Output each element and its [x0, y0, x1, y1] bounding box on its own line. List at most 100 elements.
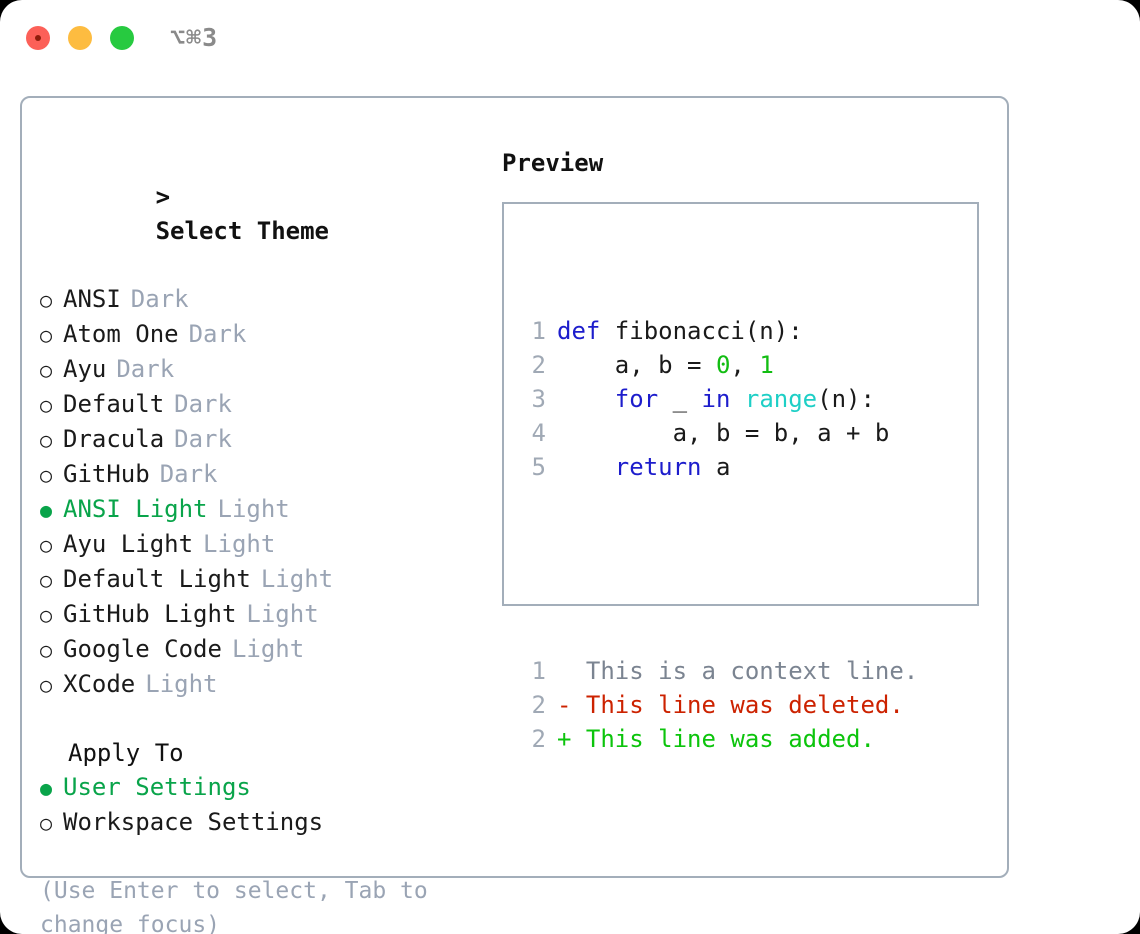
radio-unselected-icon: ○ — [40, 428, 53, 452]
code-line: 5 return a — [520, 450, 918, 484]
theme-option-default[interactable]: ○ Default Dark — [40, 387, 480, 422]
code-token-plain: a, b = b, a + b — [557, 419, 890, 447]
theme-option-variant: Dark — [188, 320, 247, 348]
theme-option-variant: Light — [246, 600, 319, 628]
diff-sample-block: 1 This is a context line. 2- This line wa… — [520, 654, 919, 756]
radio-unselected-icon: ○ — [40, 811, 53, 835]
code-token-plain: a — [701, 453, 731, 481]
close-window-button[interactable] — [26, 26, 50, 50]
apply-to-heading: Apply To — [68, 739, 184, 767]
theme-option-variant: Light — [203, 530, 276, 558]
diff-line-deleted: 2- This line was deleted. — [520, 688, 918, 722]
theme-option-variant: Dark — [159, 460, 218, 488]
theme-option-label: XCode — [63, 670, 136, 698]
code-line: 2 a, b = 0, 1 — [520, 348, 918, 382]
code-token-kw: for — [614, 385, 659, 413]
code-token-kw: def — [557, 317, 615, 345]
code-token-plain — [730, 385, 744, 413]
theme-option-variant: Dark — [174, 390, 232, 418]
code-line: 1 def fibonacci(n): — [520, 314, 918, 348]
theme-option-label: Ayu Light — [63, 530, 194, 558]
apply-to-option-label: User Settings — [63, 773, 251, 801]
theme-option-label: Ayu — [63, 355, 107, 383]
preview-heading: Preview — [502, 149, 604, 177]
diff-marker — [557, 654, 571, 688]
diff-line-text: This line was deleted. — [571, 691, 904, 719]
theme-option-label: GitHub — [63, 460, 150, 488]
code-token-plain: a, b = — [557, 351, 716, 379]
diff-line-number: 1 — [531, 657, 546, 685]
theme-option-label: ANSI — [63, 285, 121, 313]
code-line: 4 a, b = b, a + b — [520, 416, 918, 450]
radio-unselected-icon: ○ — [40, 603, 53, 627]
diff-marker: - — [557, 691, 572, 719]
radio-unselected-icon: ○ — [40, 673, 53, 697]
apply-to-option-workspace-settings[interactable]: ○ Workspace Settings — [40, 805, 480, 840]
theme-option-variant: Dark — [130, 285, 189, 313]
apply-to-option-user-settings[interactable]: ● User Settings — [40, 770, 480, 805]
diff-line-added: 2+ This line was added. — [520, 722, 918, 756]
code-token-kw: return — [614, 453, 702, 481]
radio-selected-icon: ● — [40, 776, 53, 800]
select-theme-label: Select Theme — [155, 217, 329, 245]
spacer — [40, 840, 480, 874]
theme-option-variant: Light — [260, 565, 334, 593]
theme-option-variant: Light — [145, 670, 218, 698]
code-line-text: def fibonacci(n): — [557, 314, 803, 348]
theme-option-label: Default — [63, 390, 165, 418]
code-line-text: for _ in range(n): — [557, 382, 875, 416]
theme-option-xcode[interactable]: ○ XCode Light — [40, 667, 480, 702]
theme-option-ayu-light[interactable]: ○ Ayu Light Light — [40, 527, 480, 562]
theme-option-variant: Dark — [174, 425, 232, 453]
code-token-plain: fibonacci(n): — [614, 317, 803, 345]
theme-option-ayu[interactable]: ○ Ayu Dark — [40, 352, 480, 387]
maximize-window-button[interactable] — [110, 26, 134, 50]
radio-unselected-icon: ○ — [40, 358, 53, 382]
code-line-text: a, b = 0, 1 — [557, 348, 774, 382]
diff-line-text: This is a context line. — [571, 657, 919, 685]
diff-line-number: 2 — [531, 691, 546, 719]
minimize-window-button[interactable] — [68, 26, 92, 50]
code-line-number: 4 — [531, 419, 546, 447]
select-theme-heading: > Select Theme — [40, 146, 480, 282]
theme-option-variant: Light — [231, 635, 305, 663]
radio-unselected-icon: ○ — [40, 393, 53, 417]
radio-unselected-icon: ○ — [40, 288, 53, 312]
diff-line-number: 2 — [531, 725, 546, 753]
code-token-plain — [557, 385, 615, 413]
diff-marker: + — [557, 725, 572, 753]
code-line-number: 1 — [531, 317, 546, 345]
code-token-fn: range — [744, 385, 818, 413]
code-line-number: 2 — [531, 351, 546, 379]
radio-unselected-icon: ○ — [40, 533, 53, 557]
theme-option-label: ANSI Light — [63, 495, 208, 523]
code-line-text: a, b = b, a + b — [557, 416, 890, 450]
keyboard-hint-text: (Use Enter to select, Tab to change focu… — [40, 878, 428, 934]
theme-option-label: Default Light — [63, 565, 251, 593]
theme-option-variant: Dark — [116, 355, 175, 383]
code-token-kw: in — [701, 385, 731, 413]
code-line-number: 3 — [531, 385, 546, 413]
theme-option-dracula[interactable]: ○ Dracula Dark — [40, 422, 480, 457]
theme-option-variant: Light — [217, 495, 290, 523]
keyboard-shortcut-label: ⌥⌘3 — [170, 23, 219, 52]
title-bar: ⌥⌘3 — [0, 0, 1140, 76]
code-token-plain: _ — [658, 385, 702, 413]
code-token-num: 1 — [759, 351, 774, 379]
theme-option-label: Dracula — [63, 425, 165, 453]
code-token-plain: , — [730, 351, 760, 379]
code-token-plain: (n): — [817, 385, 875, 413]
apply-to-option-label: Workspace Settings — [63, 808, 324, 836]
theme-option-ansi[interactable]: ○ ANSI Dark — [40, 282, 480, 317]
